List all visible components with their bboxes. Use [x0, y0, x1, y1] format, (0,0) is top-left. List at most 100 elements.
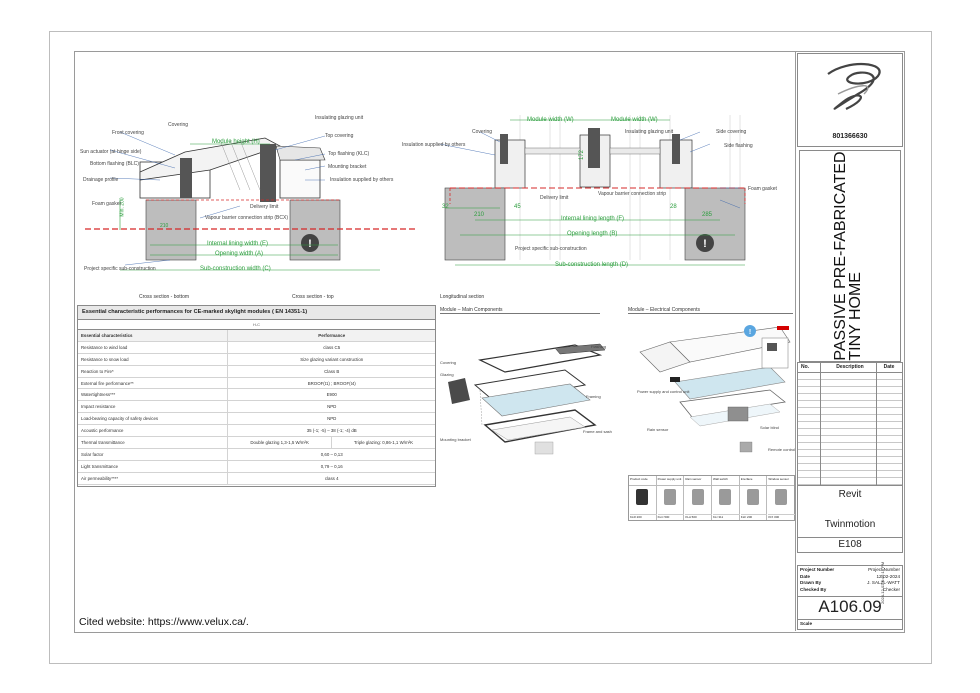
callout-top-covering: Top covering: [325, 133, 354, 139]
caption-main-components: Module – Main Components: [440, 307, 600, 314]
scale-label: Scale: [800, 621, 813, 626]
component-thumbnail: [747, 489, 760, 505]
component-header: Power supply unit: [656, 476, 684, 486]
revision-header-date: Date: [883, 364, 895, 370]
title-block-divider: [795, 51, 796, 631]
component-header: Wall switch: [712, 476, 739, 486]
date-label: Date: [800, 573, 810, 579]
callout-side-covering: Side covering: [716, 129, 747, 135]
label-solar-blind: Solar blind: [760, 425, 779, 430]
caption-electrical-components: Module – Electrical Components: [628, 307, 793, 314]
characteristic-cell: External fire performance**: [78, 377, 228, 390]
project-title: PASSIVE PRE-FABRICATED TINY HOME: [832, 151, 864, 361]
callout-vapour-barrier-right: Vapour barrier connection strip: [598, 191, 666, 197]
performance-cell: 0,79 – 0,16: [227, 460, 435, 473]
checked-by-label: Checked By: [800, 586, 827, 592]
component-code: KLF 200: [740, 514, 768, 519]
callout-insulation-right: Insulation supplied by others: [402, 142, 466, 148]
label-frame-and-sash: Frame and sash: [583, 429, 612, 434]
callout-delivery-limit-left: Delivery limit: [250, 204, 279, 210]
table-header-cell: Essential characteristics: [78, 330, 228, 342]
callout-drainage-profile: Drainage profile: [83, 177, 119, 183]
revision-header-description: Description: [836, 364, 864, 370]
dim-module-height: Module height (H): [212, 139, 260, 145]
callout-foam-gasket-right: Foam gasket: [748, 186, 777, 192]
dim-opening-length: Opening length (B): [567, 231, 618, 237]
performance-cell: NPD: [227, 412, 435, 426]
dim-285: 285: [702, 212, 713, 218]
characteristic-cell: Watertightness***: [78, 388, 228, 402]
drawing-frame: [74, 51, 905, 633]
component-thumbnail: [664, 489, 676, 505]
characteristic-cell: Load-bearing capacity of safety devices: [78, 412, 228, 426]
revision-col-divider: [820, 363, 821, 485]
software-box: Revit Twinmotion: [797, 485, 903, 539]
component-code: KLR 200: [630, 514, 657, 519]
label-covering: Covering: [440, 360, 457, 365]
callout-insulating-glazing: Insulating glazing unit: [315, 115, 364, 121]
revision-table: No. Description Date: [797, 362, 903, 486]
component-thumbnail: [636, 489, 649, 505]
software-revit: Revit: [838, 489, 862, 500]
label-framing: Framing: [586, 394, 601, 399]
performance-table-grid: Essential characteristics Performance Re…: [78, 330, 435, 485]
dim-32: 32: [442, 204, 449, 210]
scale-divider: [798, 619, 902, 620]
characteristic-cell: Solar factor: [78, 448, 228, 461]
revision-header-no: No.: [801, 364, 810, 370]
component-header: Interface: [739, 476, 767, 486]
revision-header: No. Description Date: [798, 363, 902, 373]
table-row: Watertightness***E900: [78, 388, 435, 402]
dim-module-width-1: Module width (W): [527, 117, 574, 123]
dim-45: 45: [514, 204, 521, 210]
callout-delivery-limit-right: Delivery limit: [540, 195, 569, 201]
dim-172: 172: [579, 149, 586, 161]
characteristic-cell: Reaction to Fire*: [78, 365, 228, 378]
label-glazing: Glazing: [440, 372, 454, 377]
logo-box: 801366630: [797, 53, 903, 147]
dim-210-right: 210: [474, 212, 485, 218]
performance-table-subtitle: H-C: [78, 320, 435, 330]
dim-sub-construction-length: Sub-construction length (D): [555, 262, 629, 268]
code-box: E108: [797, 537, 903, 553]
dim-210-left: 210: [160, 223, 169, 229]
component-header: Product code: [629, 476, 656, 486]
component-header: Window sensor: [767, 476, 795, 486]
component-code: KLI 311: [713, 514, 740, 519]
label-power-supply: Power supply and control unit: [637, 389, 690, 394]
characteristic-cell: Light transmittance: [78, 460, 228, 473]
callout-covering-left: Covering: [168, 122, 189, 128]
component-thumbnail: [691, 489, 704, 505]
dim-28: 28: [670, 204, 677, 210]
project-title-line-1: PASSIVE PRE-FABRICATED: [832, 151, 849, 361]
dim-module-width-2: Module width (W): [611, 117, 658, 123]
sheet-number-divider: [798, 596, 902, 597]
callout-sub-construction-left: Project specific sub-construction: [84, 266, 156, 272]
caption-cross-section-bottom: Cross section - bottom: [139, 294, 190, 300]
drawn-by-label: Drawn By: [800, 580, 822, 585]
callout-vapour-barrier-left: Vapour barrier connection strip (BCX): [205, 215, 288, 221]
callout-insulation-left: Insulation supplied by others: [330, 177, 394, 183]
callout-front-covering: Front covering: [112, 130, 144, 136]
sheet-number: A106.09: [818, 597, 882, 616]
characteristic-cell: Resistance to wind load: [78, 341, 228, 354]
drawn-by-value: J. SALZL-WATT: [867, 580, 900, 585]
performance-cell: Triple glazing: 0,86-1,1 W/m²K: [330, 436, 435, 449]
component-header: Rain sensor: [684, 476, 712, 486]
cross-section-drawing-left: !: [80, 110, 420, 290]
